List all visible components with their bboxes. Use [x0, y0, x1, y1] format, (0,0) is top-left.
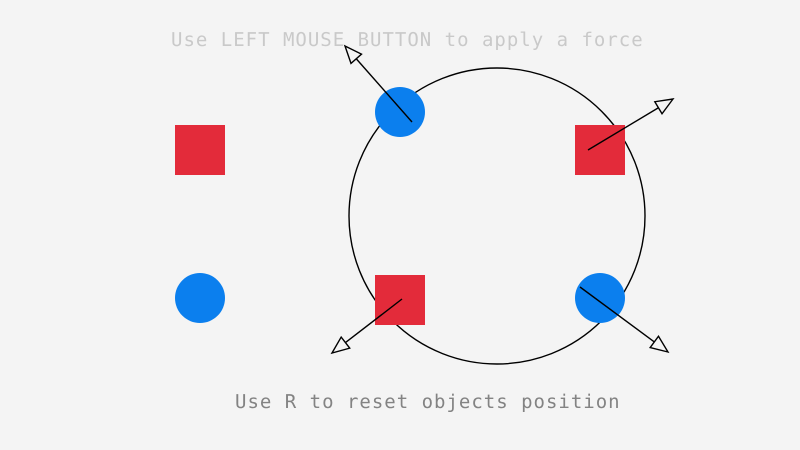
body-free-circle-left[interactable] — [175, 273, 225, 323]
force-arrow-bottom-left-shaft — [345, 298, 403, 344]
force-arrow-top-left-head — [343, 44, 363, 65]
hint-text-apply-force: Use LEFT MOUSE BUTTON to apply a force — [171, 29, 644, 51]
force-arrow-bottom-right-head — [648, 335, 670, 354]
force-arrow-top-right-head — [653, 98, 675, 116]
force-arrow-top-right — [587, 98, 675, 151]
force-arrow-top-left — [343, 44, 413, 123]
body-free-square-left[interactable] — [175, 125, 225, 175]
force-arrow-top-left-shaft — [355, 58, 413, 123]
force-arrow-bottom-left — [330, 298, 403, 355]
force-arrow-bottom-right — [579, 286, 670, 354]
force-arrow-top-right-shaft — [587, 107, 659, 151]
force-arrow-bottom-right-shaft — [579, 286, 655, 343]
orbit-path-circle — [348, 67, 646, 365]
force-arrow-bottom-left-head — [330, 335, 351, 355]
hint-text-reset-objects: Use R to reset objects position — [235, 391, 621, 413]
body-path-circle-top[interactable] — [375, 87, 425, 137]
